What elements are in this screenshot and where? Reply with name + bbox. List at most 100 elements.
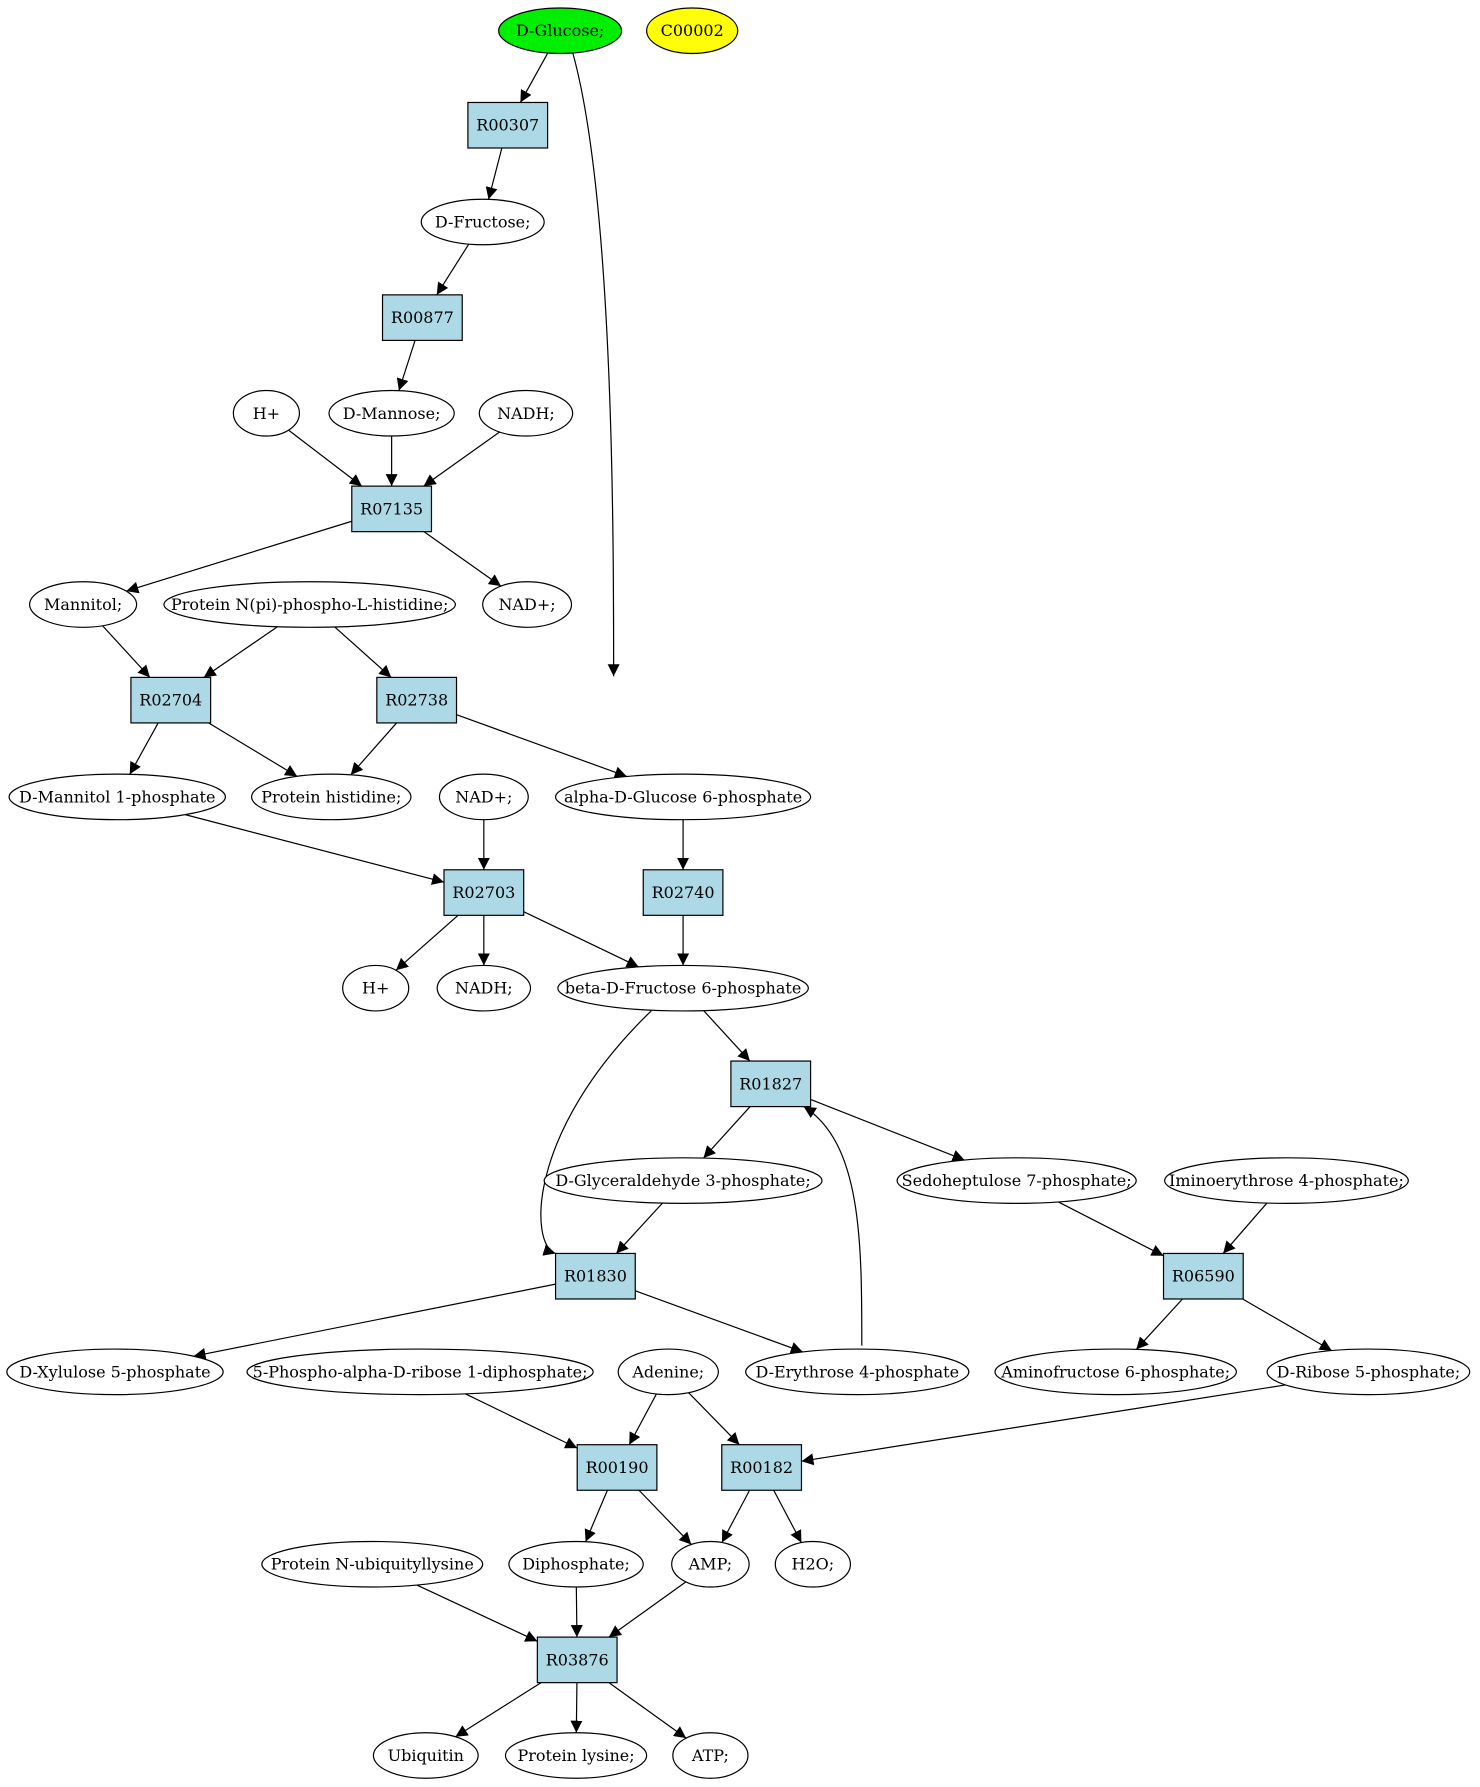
node-label: D-Glyceraldehyde 3-phosphate; <box>555 1171 810 1190</box>
node-nadh1[interactable]: NADH; <box>478 389 574 437</box>
node-label: R00307 <box>476 116 539 135</box>
node-protein_lys[interactable]: Protein lysine; <box>504 1732 648 1779</box>
edge-r06590-to-rib5p <box>1242 1298 1333 1352</box>
edge-r00190-to-amp <box>638 1489 692 1545</box>
node-r01830[interactable]: R01830 <box>554 1252 636 1300</box>
edge-r00190-to-diphosphate <box>584 1490 608 1542</box>
node-label: NAD+; <box>499 595 556 614</box>
node-r02740[interactable]: R02740 <box>642 869 724 916</box>
edge-bfru6p-to-r01830 <box>540 1010 652 1256</box>
compound-ellipse <box>498 7 623 55</box>
compound-ellipse <box>261 1540 484 1588</box>
node-r02703[interactable]: R02703 <box>443 869 525 916</box>
node-label: alpha-D-Glucose 6-phosphate <box>564 787 802 806</box>
node-label: Mannitol; <box>44 595 122 614</box>
node-label: Protein N(pi)-phospho-L-histidine; <box>171 595 448 614</box>
compound-ellipse <box>482 581 573 628</box>
node-gap[interactable]: D-Glyceraldehyde 3-phosphate; <box>543 1157 823 1204</box>
node-label: Ubiquitin <box>388 1746 464 1765</box>
node-mannitol1p[interactable]: D-Mannitol 1-phosphate <box>8 773 227 821</box>
compound-ellipse <box>508 1540 644 1588</box>
edge-glucose-to-r02738 <box>572 52 620 677</box>
reaction-box <box>381 294 463 342</box>
node-aglc6p[interactable]: alpha-D-Glucose 6-phosphate <box>554 773 812 821</box>
node-label: H+ <box>362 979 389 998</box>
node-e4p[interactable]: D-Erythrose 4-phosphate <box>745 1348 970 1396</box>
reaction-box <box>730 1060 812 1108</box>
node-hplus1[interactable]: H+ <box>232 389 301 437</box>
node-nadplus2[interactable]: NAD+; <box>438 773 529 821</box>
node-r00307[interactable]: R00307 <box>467 101 549 149</box>
node-label: D-Fructose; <box>435 213 531 232</box>
edge-r00182-to-h2o <box>773 1489 802 1543</box>
edge-r06590-to-aminofru6p <box>1135 1298 1183 1350</box>
node-c00002[interactable]: C00002 <box>646 7 739 55</box>
node-label: Protein lysine; <box>518 1746 635 1765</box>
node-label: D-Xylulose 5-phosphate <box>19 1362 210 1381</box>
node-r07135[interactable]: R07135 <box>351 485 433 533</box>
node-r00182[interactable]: R00182 <box>721 1444 803 1491</box>
reaction-box <box>554 1252 636 1300</box>
node-ubiqlys[interactable]: Protein N-ubiquityllysine <box>261 1540 484 1588</box>
node-nadh2[interactable]: NADH; <box>436 964 532 1012</box>
node-r03876[interactable]: R03876 <box>536 1636 618 1684</box>
node-imino[interactable]: Iminoerythrose 4-phosphate; <box>1164 1157 1409 1204</box>
node-mannose[interactable]: D-Mannose; <box>328 389 455 437</box>
node-atp[interactable]: ATP; <box>672 1732 749 1779</box>
node-fructose[interactable]: D-Fructose; <box>420 198 545 246</box>
node-glucose[interactable]: D-Glucose; <box>498 7 623 55</box>
edge-r02738-to-protein_his <box>350 722 398 776</box>
edge-r00307-to-fructose <box>485 147 503 200</box>
node-r00877[interactable]: R00877 <box>381 294 463 342</box>
node-label: NADH; <box>455 979 513 998</box>
compound-ellipse <box>745 1348 970 1396</box>
compound-ellipse <box>163 581 456 628</box>
node-label: R01827 <box>739 1074 802 1093</box>
node-r02704[interactable]: R02704 <box>130 676 212 724</box>
node-h2o[interactable]: H2O; <box>774 1540 852 1588</box>
node-protein_his[interactable]: Protein histidine; <box>250 773 412 821</box>
node-label: NADH; <box>497 404 555 423</box>
node-protein_nphos[interactable]: Protein N(pi)-phospho-L-histidine; <box>163 581 456 628</box>
reaction-box <box>130 676 212 724</box>
edge-prpp-to-r00190 <box>465 1393 578 1449</box>
node-s7p[interactable]: Sedoheptulose 7-phosphate; <box>896 1157 1137 1204</box>
compound-ellipse <box>372 1732 479 1779</box>
edge-glucose-to-r00307 <box>519 52 549 103</box>
edge-adenine-to-r00190 <box>628 1393 657 1445</box>
node-label: R06590 <box>1172 1267 1235 1286</box>
node-mannitol[interactable]: Mannitol; <box>28 581 138 628</box>
edge-r02704-to-protein_his <box>208 722 298 777</box>
node-r02738[interactable]: R02738 <box>376 676 458 724</box>
compound-ellipse <box>774 1540 852 1588</box>
node-prpp[interactable]: 5-Phospho-alpha-D-ribose 1-diphosphate; <box>246 1348 594 1396</box>
node-bfru6p[interactable]: beta-D-Fructose 6-phosphate <box>557 964 809 1012</box>
node-label: ATP; <box>691 1746 729 1765</box>
node-hplus2[interactable]: H+ <box>342 964 410 1012</box>
edge-mannitol1p-to-r02703 <box>185 814 445 885</box>
node-nadplus1[interactable]: NAD+; <box>482 581 573 628</box>
reaction-box <box>1162 1252 1244 1300</box>
node-r06590[interactable]: R06590 <box>1162 1252 1244 1300</box>
node-amp[interactable]: AMP; <box>671 1540 750 1588</box>
node-label: Protein histidine; <box>261 787 401 806</box>
node-rib5p[interactable]: D-Ribose 5-phosphate; <box>1266 1348 1471 1396</box>
compound-ellipse <box>646 7 739 55</box>
edge-r02738-to-aglc6p <box>456 714 628 779</box>
node-ubiquitin[interactable]: Ubiquitin <box>372 1732 479 1779</box>
node-aminofru6p[interactable]: Aminofructose 6-phosphate; <box>994 1348 1237 1396</box>
node-label: Sedoheptulose 7-phosphate; <box>902 1171 1132 1190</box>
node-r01827[interactable]: R01827 <box>730 1060 812 1108</box>
node-label: 5-Phospho-alpha-D-ribose 1-diphosphate; <box>253 1362 588 1381</box>
node-xyl5p[interactable]: D-Xylulose 5-phosphate <box>6 1348 224 1396</box>
node-diphosphate[interactable]: Diphosphate; <box>508 1540 644 1588</box>
node-label: D-Glucose; <box>516 21 604 40</box>
compound-ellipse <box>1164 1157 1409 1204</box>
node-r00190[interactable]: R00190 <box>576 1444 658 1491</box>
edge-nadh1-to-r07135 <box>423 431 500 487</box>
compound-ellipse <box>543 1157 823 1204</box>
node-label: R02740 <box>652 883 715 902</box>
node-label: beta-D-Fructose 6-phosphate <box>565 979 801 998</box>
node-label: H2O; <box>792 1555 835 1574</box>
node-adenine[interactable]: Adenine; <box>617 1348 719 1396</box>
